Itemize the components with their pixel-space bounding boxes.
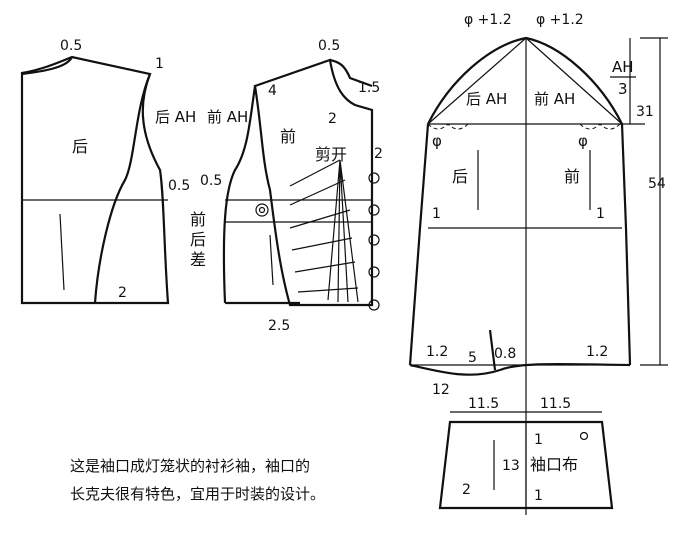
label-back-side-05: 0.5 [168,178,190,194]
caption-line-1: 这是袖口成灯笼状的衬衫袖，袖口的 [70,457,311,475]
label-cut-open: 剪开 [315,145,347,164]
label-back-neck-05: 0.5 [60,38,82,54]
label-diff-3: 差 [190,250,206,269]
label-sleeve-front-ah: 前 AH [534,90,575,108]
caption: 这是袖口成灯笼状的衬衫袖，袖口的 长克夫很有特色，宜用于时装的设计。 [70,452,430,508]
label-sleeve-right-1: 1 [596,206,605,222]
dart-fan [327,159,359,303]
label-phi-left: φ [432,132,442,150]
label-hem-right-12: 1.2 [586,344,608,360]
cut-line-6 [297,287,359,293]
label-front-25: 2.5 [268,318,290,334]
label-hem-08: 0.8 [494,346,516,362]
pocket-button-icon [258,206,266,214]
sleeve-front-side [620,123,632,366]
label-sleeve-54: 54 [648,176,666,192]
label-cuff-piece: 袖口布 [530,455,578,474]
placket-slit [488,329,497,371]
back-armhole-side [93,73,152,304]
label-back-hem-2: 2 [118,285,127,301]
label-front-15: 1.5 [358,80,380,96]
label-cuff-left-115: 11.5 [468,396,499,412]
front-armhole [222,85,257,304]
cuff-outline [438,420,614,510]
cut-line-4 [291,237,353,251]
label-back: 后 [72,137,88,156]
label-front-05: 0.5 [200,173,222,189]
label-front-ah: 前 AH [207,108,248,126]
cut-line-5 [294,261,356,273]
sleeve-back-side [408,123,430,366]
button-icon [368,204,380,216]
label-front-2a: 2 [328,111,337,127]
label-front-neck-05: 0.5 [318,38,340,54]
cut-line-3 [289,209,351,229]
label-cap-right: φ +1.2 [536,12,584,28]
label-cuff-2: 2 [462,482,471,498]
label-sleeve-back-ah: 后 AH [466,90,507,108]
label-front: 前 [280,127,296,146]
label-front-4: 4 [268,83,277,99]
label-diff-2: 后 [190,230,206,249]
cap-back-diagonal [427,37,527,125]
front-grainline [269,234,274,286]
sleeve-hem [409,362,631,376]
cut-line-2 [289,179,346,206]
label-hem-12: 12 [432,382,450,398]
front-neck [329,58,373,88]
back-bodice [20,55,170,305]
sleeve-cap [427,36,623,125]
front-outline [253,58,374,307]
label-cuff-13: 13 [502,458,520,474]
labels: 0.5 1 后 后 AH 前 AH 0.5 2 0.5 4 1.5 2 前 剪开… [60,12,666,504]
label-phi-right: φ [578,132,588,150]
label-sleeve-front: 前 [564,167,580,186]
biceps-scallop [427,123,621,130]
label-ah3-top: AH [612,58,634,76]
button-icon [368,172,380,184]
back-grainline [59,213,65,291]
label-cuff-1-top: 1 [534,432,543,448]
label-ah3-bottom: 3 [618,80,628,98]
label-front-2b: 2 [374,146,383,162]
label-hem-5: 5 [468,350,477,366]
cuff-button-icon [579,431,589,441]
cut-line-1 [289,159,341,187]
label-cap-31: 31 [636,104,654,120]
button-icon [368,234,380,246]
label-back-shoulder-1: 1 [155,56,164,72]
label-cap-left: φ +1.2 [464,12,512,28]
label-back-ah: 后 AH [155,108,196,126]
button-column [368,172,380,311]
label-diff-1: 前 [190,210,206,229]
label-sleeve-back: 后 [452,167,468,186]
cap-front-diagonal [525,37,623,125]
front-bodice [222,58,380,311]
back-outline [20,55,170,305]
button-icon [368,266,380,278]
label-cuff-1-bottom: 1 [534,488,543,504]
label-hem-left-12: 1.2 [426,344,448,360]
cuff [438,411,614,510]
pocket-button-icon [255,203,269,217]
label-sleeve-left-1: 1 [432,206,441,222]
label-cuff-right-115: 11.5 [540,396,571,412]
caption-line-2: 长克夫很有特色，宜用于时装的设计。 [70,485,326,503]
button-icon [368,299,380,311]
back-neckline [21,56,73,76]
